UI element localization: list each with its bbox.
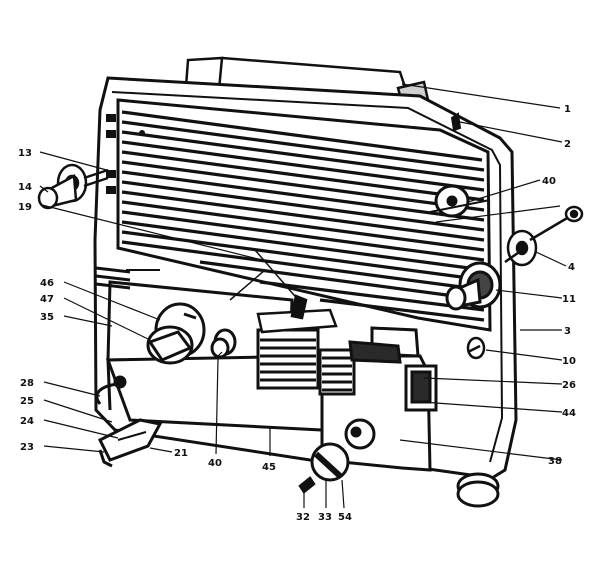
callout-10: 10 bbox=[562, 356, 576, 367]
callout-23: 23 bbox=[20, 442, 34, 453]
panel-vent-left bbox=[95, 266, 131, 290]
grille-panel bbox=[106, 98, 492, 332]
callout-11: 11 bbox=[562, 294, 576, 305]
callout-40-lower: 40 bbox=[208, 458, 222, 469]
callout-40-upper: 40 bbox=[542, 176, 556, 187]
leader-lines bbox=[39, 83, 567, 509]
switch-block bbox=[348, 326, 420, 364]
panel-vent-center bbox=[256, 328, 320, 390]
callout-46: 46 bbox=[40, 278, 54, 289]
callout-3: 3 bbox=[564, 326, 571, 337]
callout-25: 25 bbox=[20, 396, 34, 407]
callout-47: 47 bbox=[40, 294, 54, 305]
screw-icon bbox=[139, 130, 145, 136]
callout-19: 19 bbox=[18, 202, 32, 213]
callout-24: 24 bbox=[20, 416, 34, 427]
grille-slats bbox=[121, 110, 485, 322]
lever-assembly bbox=[229, 249, 338, 334]
base-foot bbox=[97, 418, 163, 468]
callout-4: 4 bbox=[568, 262, 575, 273]
right-reel-arm bbox=[504, 205, 584, 267]
screw-32 bbox=[298, 476, 316, 494]
callout-54: 54 bbox=[338, 512, 352, 523]
right-foot bbox=[456, 472, 500, 508]
panel-vent-right bbox=[318, 348, 356, 396]
side-slots bbox=[106, 114, 116, 194]
knob-48 bbox=[210, 328, 237, 359]
callout-21: 21 bbox=[174, 448, 188, 459]
screw-2 bbox=[450, 112, 462, 132]
fuse-holder bbox=[404, 364, 438, 412]
callout-45: 45 bbox=[262, 462, 276, 473]
callout-13: 13 bbox=[18, 148, 32, 159]
callout-26: 26 bbox=[562, 380, 576, 391]
focus-knob bbox=[146, 302, 206, 365]
callout-labels: 1 2 3 4 10 11 13 14 19 21 23 24 25 26 28… bbox=[18, 104, 576, 523]
left-reel-arm bbox=[37, 163, 109, 210]
knob-38-lower bbox=[344, 418, 376, 450]
callout-38: 38 bbox=[548, 456, 562, 467]
knob-10 bbox=[466, 336, 486, 360]
callout-1: 1 bbox=[564, 104, 571, 115]
drive-disc bbox=[429, 184, 491, 218]
knob-33 bbox=[310, 442, 350, 482]
power-cord bbox=[95, 375, 127, 405]
callout-14: 14 bbox=[18, 182, 32, 193]
callout-33: 33 bbox=[318, 512, 332, 523]
reel-hub bbox=[445, 261, 502, 311]
callout-32: 32 bbox=[296, 512, 310, 523]
callout-28: 28 bbox=[20, 378, 34, 389]
callout-44: 44 bbox=[562, 408, 576, 419]
callout-2: 2 bbox=[564, 139, 571, 150]
callout-35: 35 bbox=[40, 312, 54, 323]
